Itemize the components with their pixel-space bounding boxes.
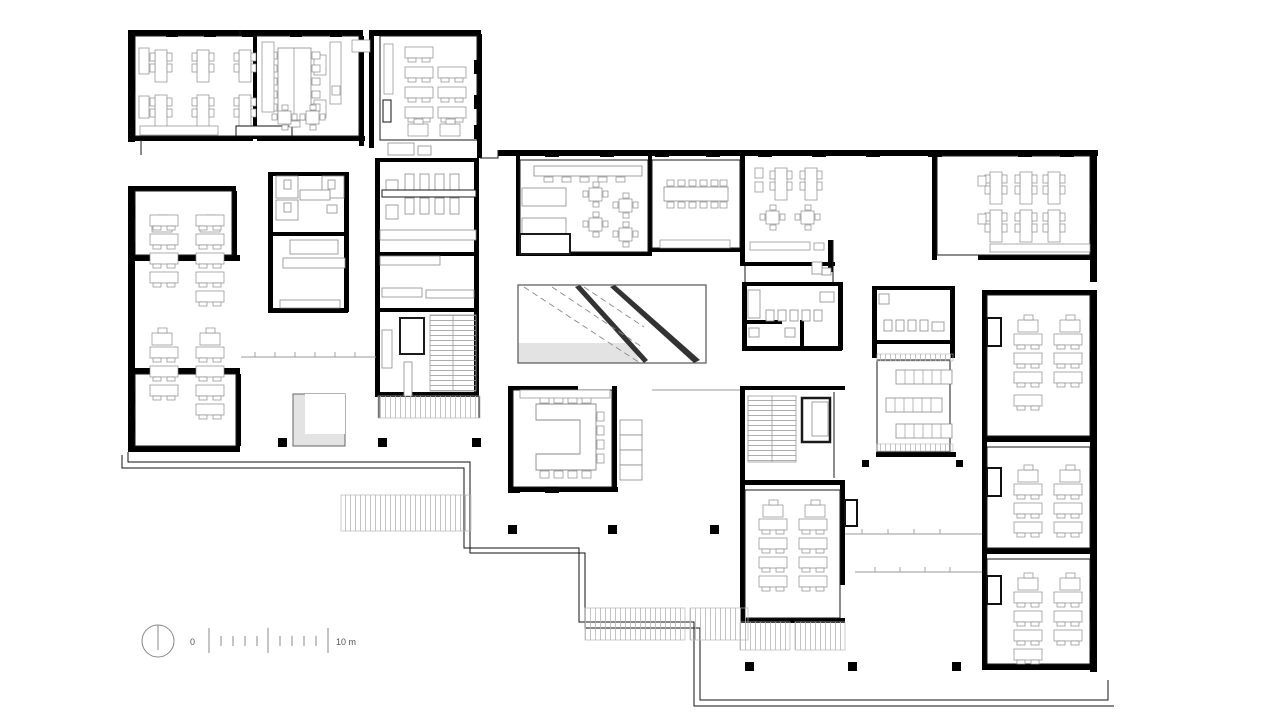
building-outline [121, 452, 1114, 707]
furniture-seminar-s [519, 389, 643, 481]
corridor-lines [241, 352, 982, 573]
furniture-meeting-n1 [261, 41, 342, 131]
north-arrow-icon [141, 624, 175, 658]
atrium-void [517, 284, 707, 364]
scale-bar-group: 0 10 m [141, 624, 356, 658]
planter-box [292, 393, 346, 447]
scale-end-label: 10 m [336, 637, 356, 647]
furniture-lab-c1 [379, 173, 477, 299]
furniture-meeting-c1 [519, 165, 643, 255]
scale-start-label: 0 [190, 637, 195, 647]
furniture-lounge-e [876, 353, 954, 452]
window-mullions [128, 30, 1097, 670]
furniture-service-core-w [275, 175, 346, 309]
furniture-classroom-e3 [986, 572, 1083, 665]
furniture-classroom-s1 [758, 499, 858, 592]
furniture-classroom-e1 [986, 314, 1083, 411]
furniture-wc-n [811, 261, 832, 276]
furniture-classroom-e2 [986, 464, 1083, 538]
stair-core-w [377, 314, 481, 419]
partitions [134, 30, 1091, 665]
exterior-paving [340, 494, 846, 651]
furniture-classroom-ne [977, 171, 1091, 253]
furniture-meeting-c2 [749, 167, 825, 251]
columns [278, 438, 963, 671]
furniture-wc-e [878, 293, 945, 332]
furniture-classroom-n1 [382, 43, 467, 156]
furniture-service-core-e [747, 289, 835, 338]
stair-core-e [747, 392, 835, 478]
furniture-boardroom-c [659, 179, 731, 249]
